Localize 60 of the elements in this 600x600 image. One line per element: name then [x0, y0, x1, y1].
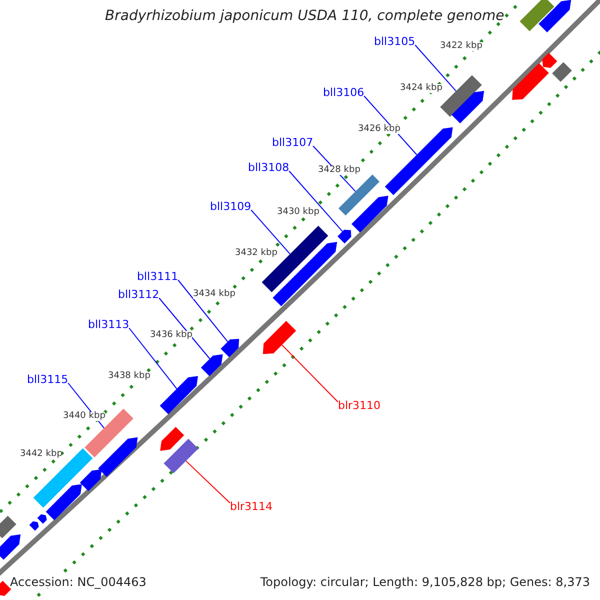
tick-label: 3426 kbp: [358, 125, 400, 134]
tick-label: 3434 kbp: [193, 290, 236, 299]
leader-line: [414, 44, 457, 92]
gene-block: [0, 516, 16, 538]
tick-label: 3424 kbp: [400, 84, 442, 93]
gene-block: [0, 580, 12, 596]
leader-line: [281, 344, 338, 402]
gene-label: bll3113: [88, 319, 130, 330]
gene-block: [98, 437, 138, 477]
gene-block: [0, 534, 21, 560]
title: Bradyrhizobium japonicum USDA 110, complete genome: [105, 9, 504, 23]
gene-block: [542, 52, 558, 68]
gene-block: [37, 514, 47, 524]
gene-block: [29, 521, 39, 531]
tick-label: 3442 kbp: [20, 450, 62, 459]
gene-block: [520, 0, 554, 32]
gene-label: blr3110: [338, 400, 381, 411]
gene-block: [452, 90, 484, 124]
leader-line: [128, 328, 178, 390]
gene-label: bll3105: [374, 36, 416, 47]
tick-label: 3430 kbp: [277, 208, 320, 217]
gene-block: [538, 0, 572, 32]
footer-text: Accession: NC_004463: [10, 576, 146, 588]
gene-block: [220, 338, 240, 358]
gene-label: bll3106: [323, 87, 364, 98]
leader-line: [185, 460, 230, 504]
tick-label: 3440 kbp: [63, 412, 106, 421]
leader-line: [178, 280, 228, 342]
gene-block: [338, 174, 380, 216]
footer-text: Topology: circular; Length: 9,105,828 bp; Genes: 8,373: [260, 576, 590, 588]
gene-block: [160, 376, 198, 414]
leader-line: [364, 96, 418, 156]
gene-block: [262, 320, 296, 354]
gene-label: bll3111: [137, 271, 178, 282]
gene-label: blr3114: [230, 501, 273, 512]
gene-label: bll3107: [272, 137, 314, 148]
leader-line: [250, 210, 291, 255]
gene-block: [200, 354, 223, 376]
gene-block: [512, 63, 549, 100]
gene-block: [80, 469, 102, 492]
gene-label: bll3112: [118, 289, 160, 300]
leader-line: [288, 170, 343, 232]
gene-block: [84, 408, 134, 458]
gene-block: [440, 75, 482, 117]
gene-block: [46, 484, 82, 520]
gene-block: [552, 62, 572, 82]
gene-block: [262, 226, 328, 292]
tick-label: 3428 kbp: [318, 166, 360, 175]
gene-block: [338, 230, 352, 244]
tick-label: 3438 kbp: [108, 372, 150, 381]
tick-label: 3436 kbp: [150, 331, 192, 340]
gene-label: bll3109: [210, 201, 252, 212]
leader-line: [158, 298, 210, 360]
tick-label: 3422 kbp: [440, 42, 482, 51]
gene-label: bll3115: [27, 374, 68, 385]
gene-label: bll3108: [248, 162, 290, 173]
gene-block: [160, 426, 184, 451]
gene-block: [164, 438, 198, 474]
gene-block: [352, 196, 388, 232]
tick-label: 3432 kbp: [235, 249, 278, 258]
